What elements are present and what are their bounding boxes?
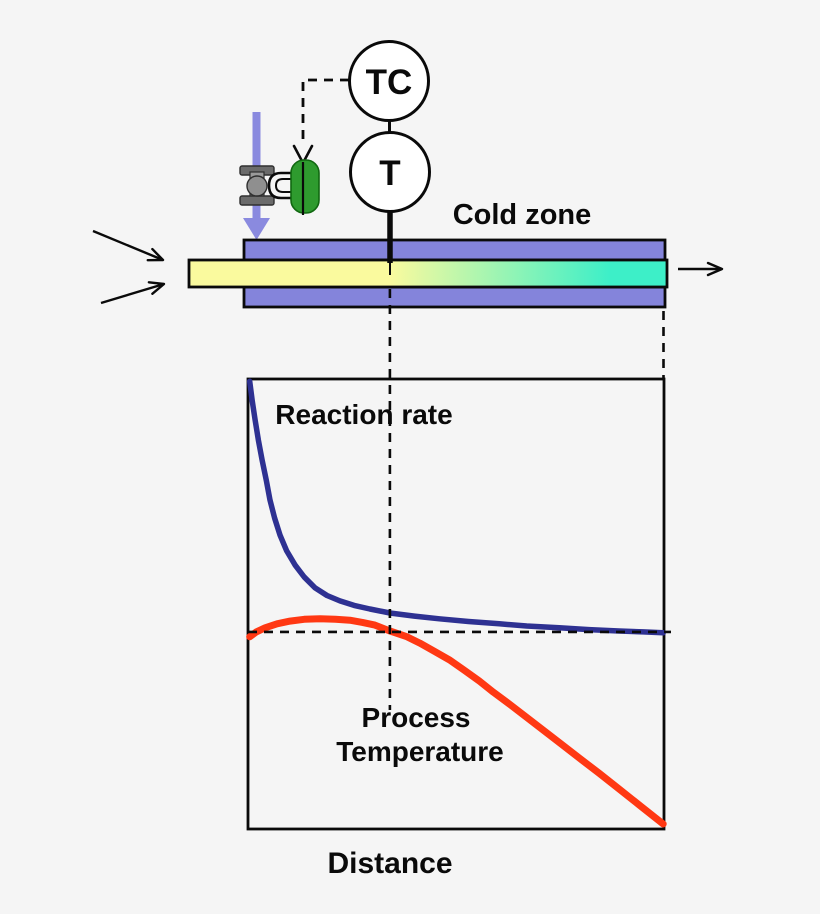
reactor-tube (187, 258, 669, 289)
feed-inlet-arrows (92, 229, 166, 305)
process-temperature-label-line1: Process (362, 702, 471, 733)
temperature-transmitter-circle (349, 131, 431, 213)
temperature-controller-label: TC (366, 63, 413, 102)
cooling-jacket-top (242, 238, 667, 262)
temperature-controller-circle (348, 40, 430, 122)
valve-yoke-inner (274, 178, 292, 193)
distance-axis-label: Distance (327, 847, 452, 880)
valve-actuator (290, 159, 320, 214)
control-signal-line (292, 78, 349, 166)
temperature-controller-instrument: TC (348, 40, 430, 122)
reaction-rate-curve (246, 378, 666, 636)
valve-yoke-outer (267, 171, 292, 200)
temperature-transmitter-label: T (379, 154, 400, 193)
cold-zone-label: Cold zone (453, 199, 592, 231)
valve-flange-bottom (239, 195, 275, 206)
inlet-arrow-top (92, 229, 165, 262)
chart: Reaction rate Process Temperature Distan… (246, 289, 671, 880)
inlet-arrow-bottom (100, 281, 166, 305)
cooling-jacket-bottom (242, 285, 667, 309)
chart-frame (246, 377, 666, 831)
reactor (187, 238, 724, 309)
control-valve (239, 165, 292, 206)
reaction-rate-label: Reaction rate (275, 399, 452, 430)
valve-body (246, 175, 268, 197)
process-temperature-label-line2: Temperature (336, 736, 504, 767)
temperature-transmitter-instrument: T (349, 131, 431, 213)
process-temperature-curve (246, 615, 667, 828)
